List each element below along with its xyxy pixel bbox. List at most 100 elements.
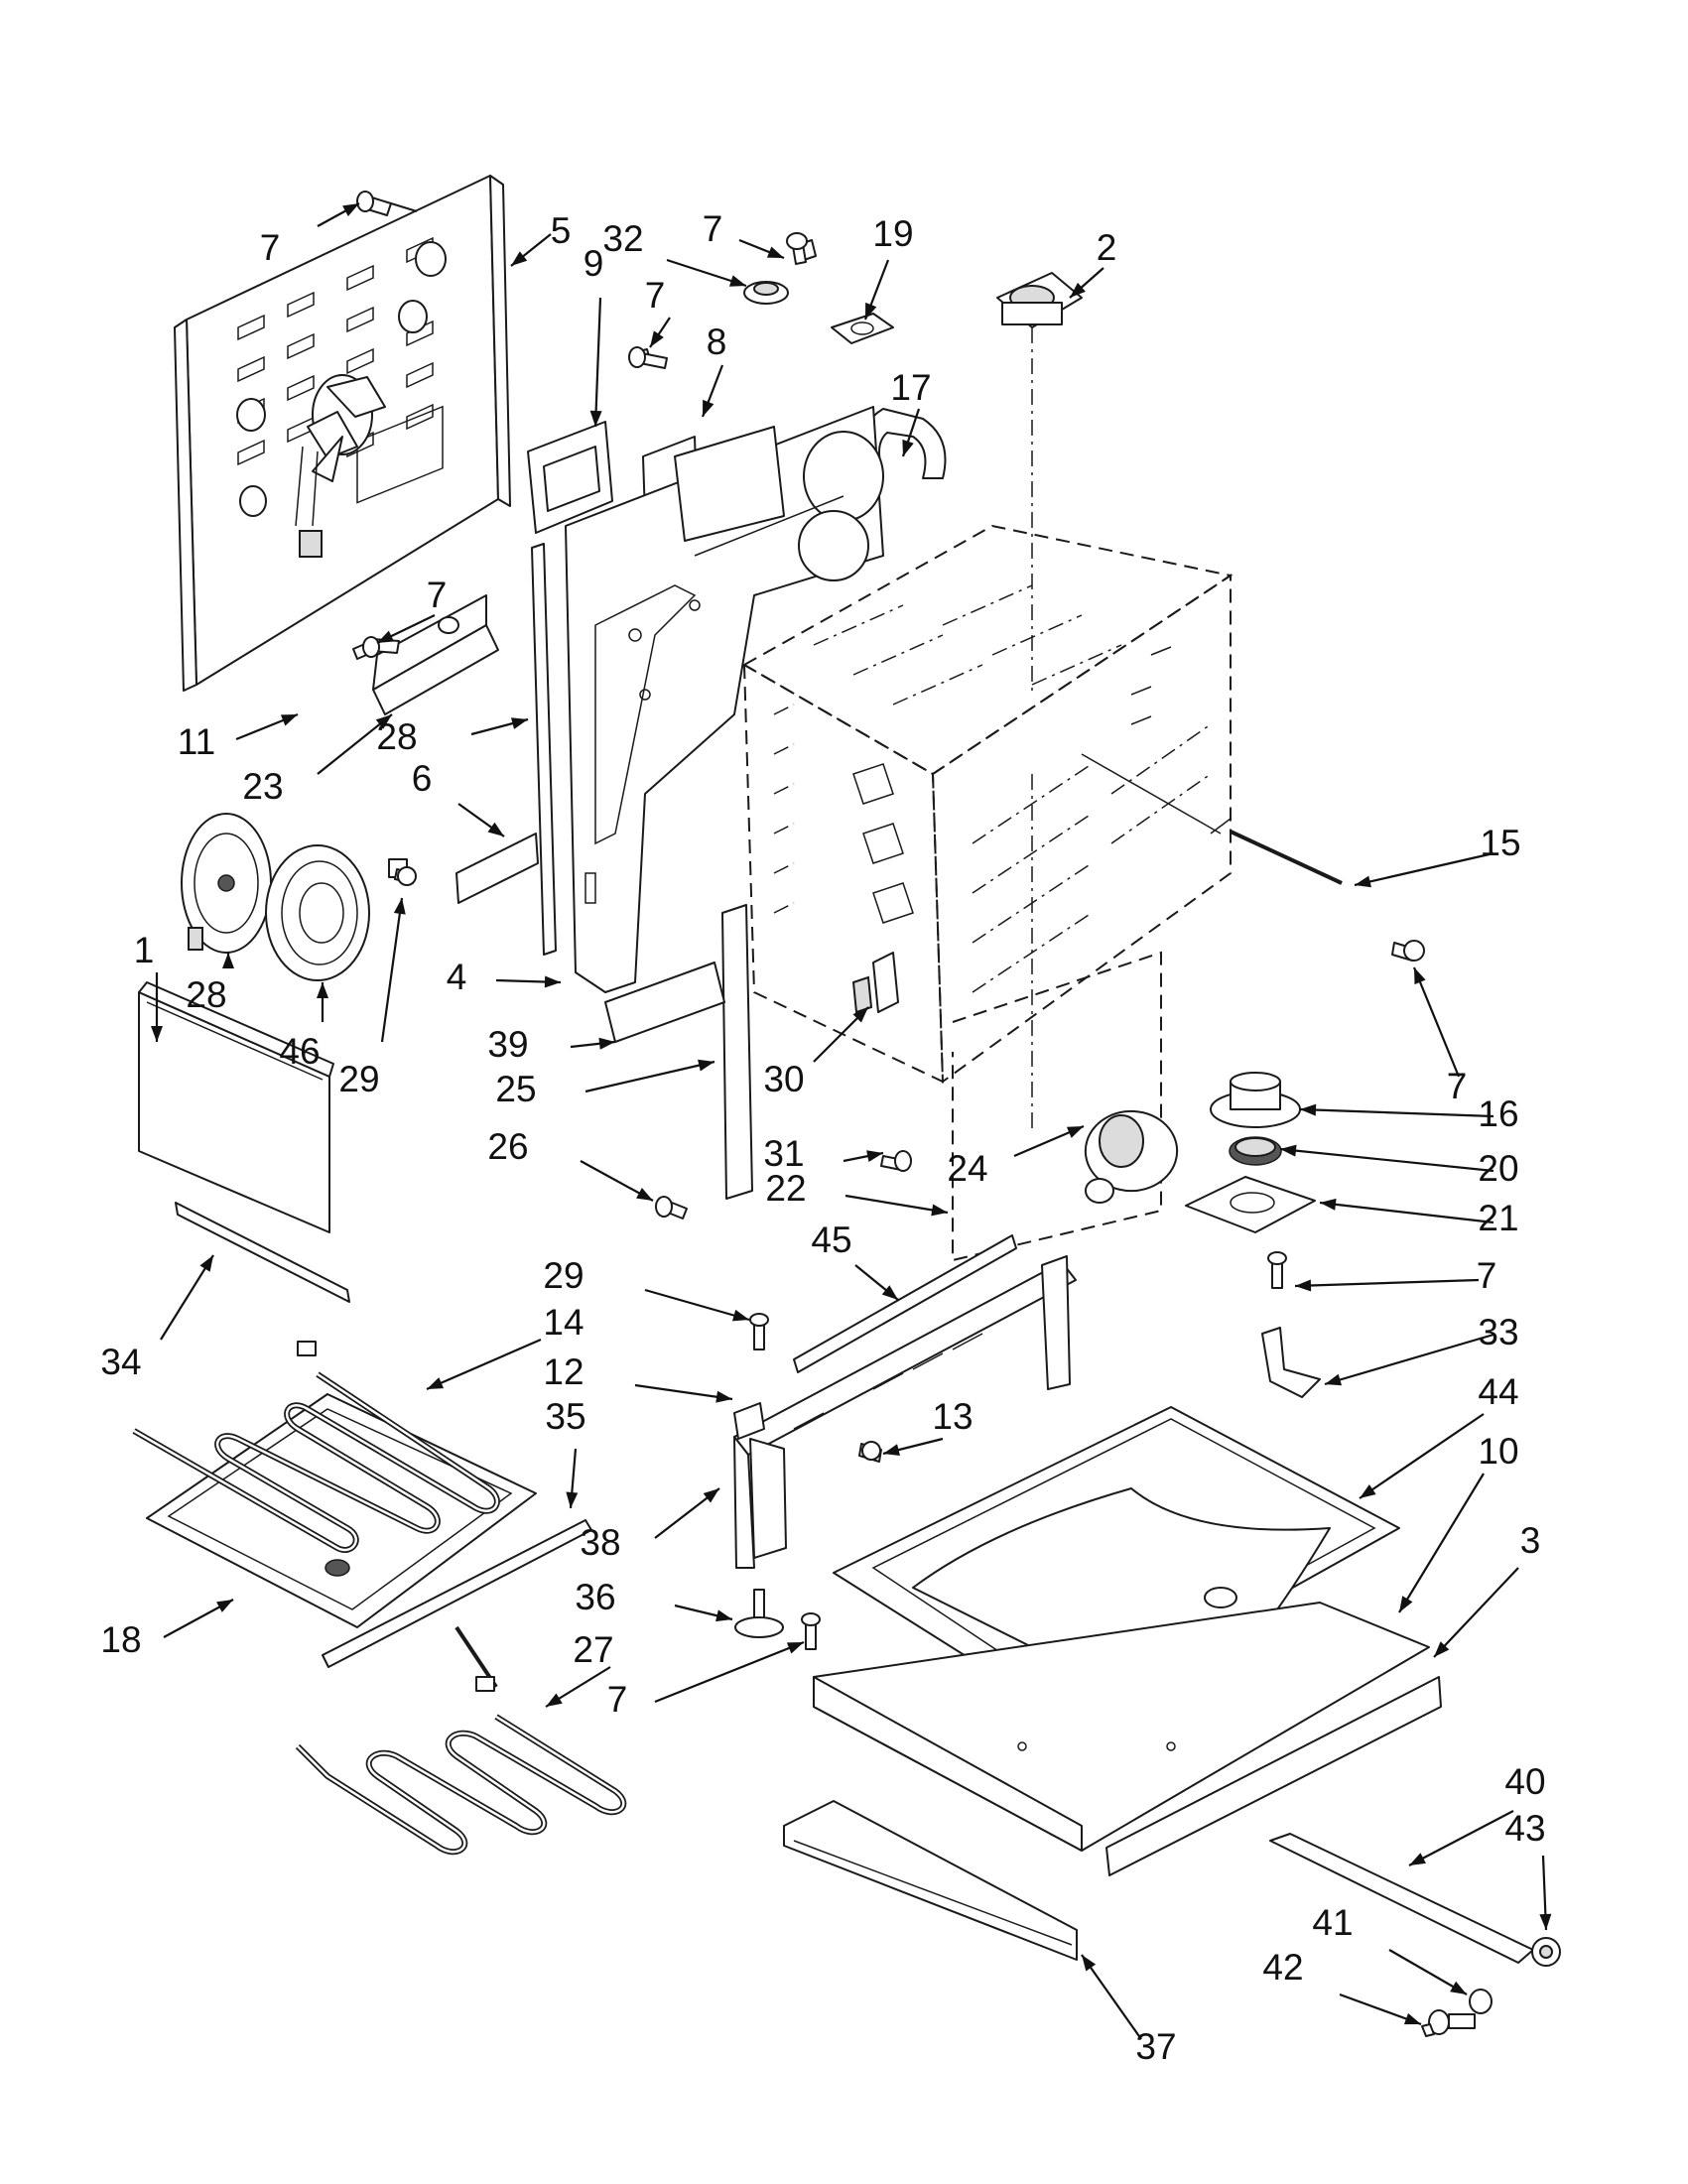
leader-line	[426, 1338, 542, 1391]
arrowhead	[766, 246, 784, 258]
callout-c16: 16	[1299, 1093, 1519, 1134]
part-number-label: 20	[1478, 1148, 1518, 1189]
rear-rail-part	[783, 1800, 1078, 1961]
arrowhead	[1280, 1144, 1297, 1157]
callout-c25: 25	[495, 1059, 715, 1109]
leader-line	[317, 713, 393, 775]
arrowhead	[703, 1488, 719, 1503]
part-number-label: 6	[412, 758, 433, 799]
callout-c30: 30	[763, 1006, 869, 1099]
callout-c29a: 29	[338, 897, 406, 1099]
part-number-label: 17	[890, 367, 931, 408]
arrowhead	[865, 302, 877, 320]
switch-lever-part	[851, 952, 899, 1014]
callout-c8: 8	[701, 321, 726, 418]
arrowhead	[715, 1609, 732, 1622]
side-shield-part	[455, 833, 539, 904]
exhaust-vent-part	[1185, 1072, 1316, 1233]
arrowhead	[786, 1642, 804, 1654]
callout-c13: 13	[882, 1396, 974, 1456]
part-number-label: 44	[1478, 1371, 1518, 1412]
part-number-label: 40	[1504, 1761, 1545, 1802]
leader-line	[1279, 1147, 1494, 1173]
callout-c12: 12	[543, 1351, 733, 1403]
lower-panel-part	[138, 981, 334, 1233]
arrowhead	[715, 1390, 732, 1403]
arrowhead	[1399, 1596, 1413, 1612]
arrowhead	[222, 953, 234, 968]
part-number-label: 12	[543, 1351, 584, 1392]
leader-line	[1359, 1413, 1485, 1499]
leveling-leg-part	[734, 1589, 784, 1638]
part-number-label: 7	[1447, 1066, 1468, 1106]
callout-c20: 20	[1279, 1144, 1519, 1189]
front-frame-part	[565, 406, 884, 993]
callout-c6: 6	[412, 758, 505, 837]
arrowhead	[1434, 1641, 1450, 1657]
part-number-label: 7	[645, 275, 666, 316]
leader-line	[1398, 1473, 1485, 1613]
arrowhead	[487, 822, 504, 836]
arrowhead	[510, 717, 528, 729]
thermostat-part	[743, 239, 817, 305]
arrowhead	[698, 1059, 714, 1072]
part-number-label: 7	[427, 575, 448, 615]
part-number-label: 3	[1520, 1520, 1541, 1561]
callout-c23: 23	[242, 713, 393, 807]
part-number-label: 29	[338, 1059, 379, 1099]
part-number-label: 31	[763, 1133, 804, 1174]
leader-line	[584, 1060, 715, 1093]
callout-c19: 19	[863, 213, 914, 321]
callout-c43: 43	[1504, 1808, 1552, 1931]
gasket-strip-part	[531, 543, 557, 956]
part-number-label: 7	[1477, 1255, 1497, 1296]
front-kick-part	[1105, 1676, 1442, 1876]
leader-line	[1412, 966, 1461, 1078]
part-number-label: 5	[551, 210, 572, 251]
callout-c37: 37	[1081, 1954, 1177, 2067]
part-number-label: 38	[580, 1522, 620, 1563]
arrowhead	[731, 1309, 749, 1322]
callout-c36: 36	[575, 1577, 733, 1622]
oven-cavity-part	[741, 524, 1343, 1131]
arrowhead	[881, 1285, 898, 1300]
part-number-label: 45	[811, 1220, 851, 1260]
part-number-label: 34	[100, 1342, 141, 1382]
callout-c5: 5	[510, 210, 572, 267]
callout-c38: 38	[580, 1487, 720, 1563]
part-number-label: 7	[260, 227, 281, 268]
drawer-slide-part	[1269, 1833, 1561, 2035]
rail-part	[322, 1519, 592, 1668]
leader-line	[654, 1640, 805, 1704]
callout-c40: 40	[1408, 1761, 1546, 1866]
callout-c42: 42	[1262, 1947, 1422, 2026]
callout-c46: 46	[279, 982, 328, 1072]
bottom-bracket-part	[604, 962, 725, 1043]
arrowhead	[511, 251, 528, 266]
callout-c39: 39	[487, 1024, 616, 1065]
arrowhead	[1320, 1198, 1337, 1211]
callout-c33: 33	[1324, 1312, 1519, 1386]
callout-c22: 22	[765, 1168, 949, 1217]
arrowhead	[1450, 1981, 1467, 1994]
bake-element-part	[132, 1341, 500, 1553]
leader-line	[1294, 1278, 1480, 1288]
callout-c9: 9	[584, 243, 604, 428]
part-number-label: 9	[584, 243, 604, 284]
part-number-label: 32	[602, 218, 643, 259]
part-number-label: 37	[1135, 2026, 1176, 2067]
arrowhead	[1414, 967, 1426, 985]
callout-c18: 18	[100, 1599, 234, 1660]
switch-part	[996, 272, 1083, 328]
lamp-housing-part	[952, 951, 1179, 1262]
callout-c4: 4	[447, 957, 562, 997]
leader-line	[1319, 1201, 1494, 1224]
part-number-label: 28	[186, 974, 226, 1015]
leader-line	[1433, 1567, 1519, 1658]
callout-c21: 21	[1319, 1198, 1519, 1238]
callout-c35: 35	[545, 1396, 586, 1509]
arrowhead	[883, 1444, 900, 1456]
part-number-label: 14	[543, 1302, 584, 1343]
leader-line	[1299, 1107, 1494, 1118]
